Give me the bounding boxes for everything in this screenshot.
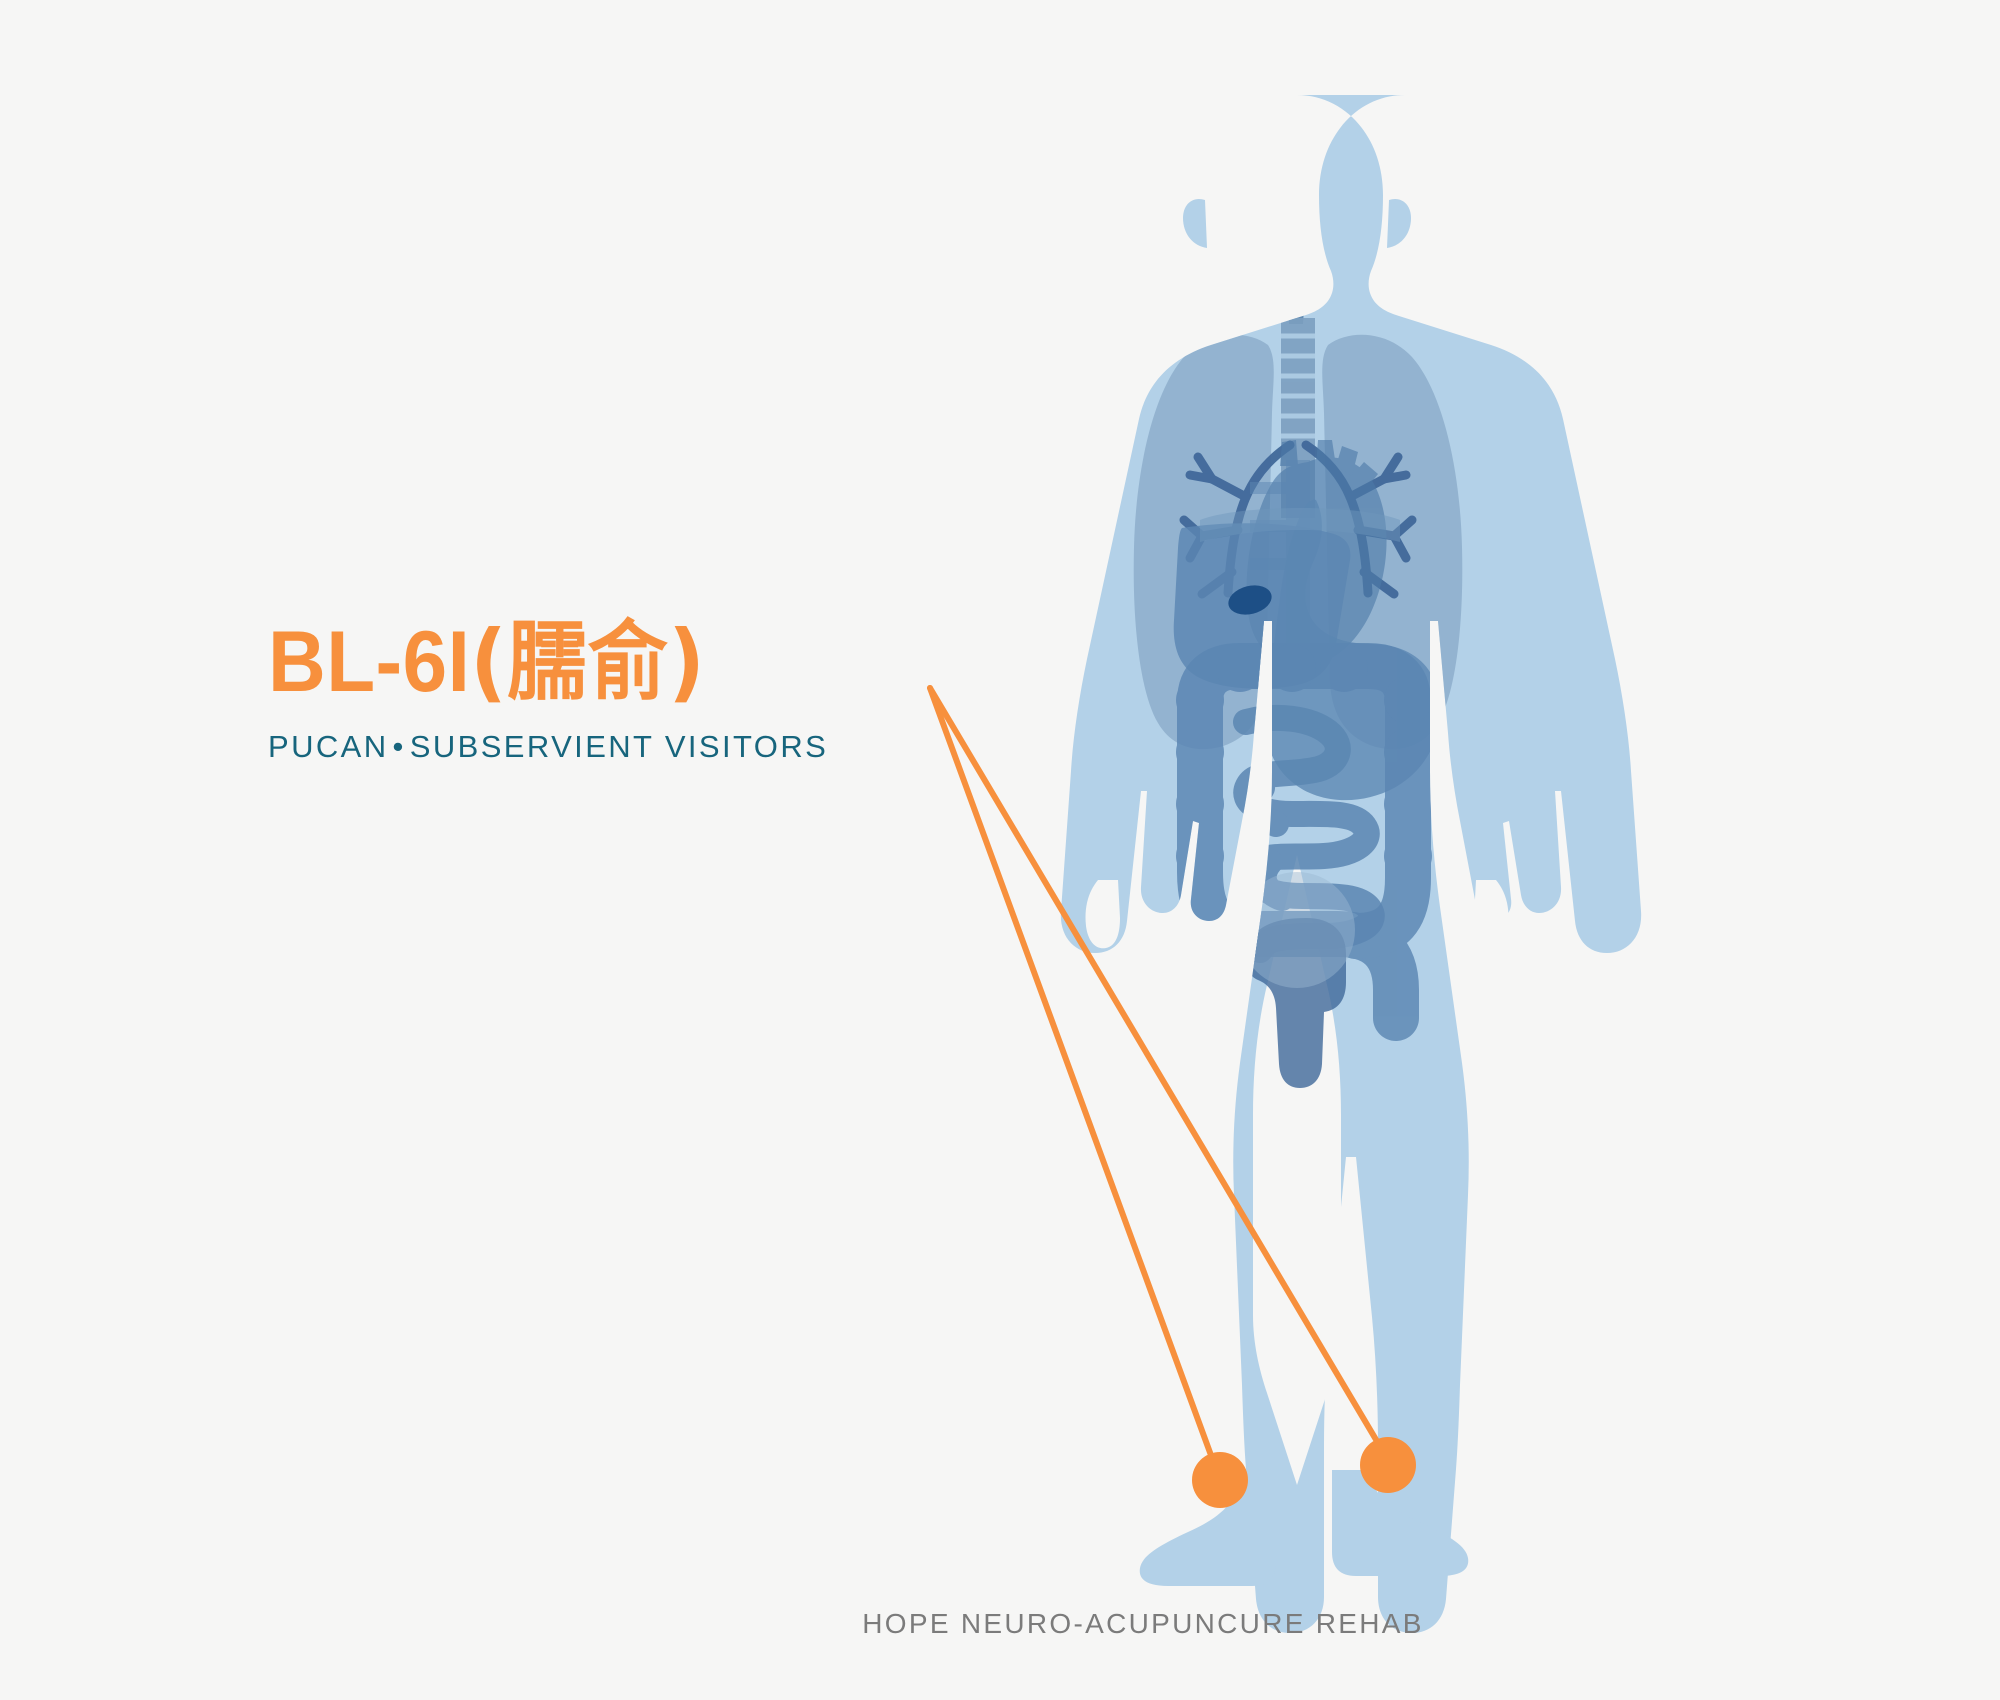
- footer-caption: HOPE NEURO-ACUPUNCURE REHAB: [0, 1608, 2000, 1640]
- left-foot: [1139, 1480, 1276, 1586]
- point-cjk-name: 臑俞: [507, 612, 669, 712]
- subtitle-separator: •: [392, 729, 406, 765]
- bladder-organ: [1239, 872, 1355, 988]
- page-title: BL-6I(臑俞): [268, 617, 900, 707]
- point-cjk-open: (: [470, 612, 508, 712]
- leader-line-left: [927, 685, 1215, 1461]
- point-code: BL-6I: [268, 614, 471, 710]
- point-marker-left: [1192, 1452, 1248, 1508]
- point-cjk-close: ): [668, 612, 706, 712]
- point-marker-right: [1360, 1437, 1416, 1493]
- point-label-block: BL-6I(臑俞) PUCAN•SUBSERVIENT VISITORS: [268, 617, 948, 765]
- leader-line-right: [927, 685, 1381, 1446]
- internal-organs-group: [1133, 262, 1463, 1088]
- left-hand-thumb: [1085, 880, 1120, 949]
- point-translation: SUBSERVIENT VISITORS: [409, 729, 829, 765]
- acupoint-markers-group[interactable]: [1192, 1437, 1416, 1508]
- point-romanization: PUCAN: [268, 729, 389, 765]
- right-foot: [1332, 1470, 1469, 1576]
- leader-lines-group: [927, 685, 1381, 1461]
- point-subtitle: PUCAN•SUBSERVIENT VISITORS: [268, 729, 948, 765]
- left-ear: [1183, 198, 1207, 248]
- right-ear: [1387, 198, 1411, 248]
- right-hand-thumb: [1474, 880, 1509, 949]
- rectum-organ: [1246, 918, 1346, 1088]
- clinic-name: HOPE NEURO-ACUPUNCURE REHAB: [862, 1608, 1424, 1639]
- gallbladder-organ: [1228, 585, 1272, 615]
- diaphragm-organ: [1200, 508, 1400, 542]
